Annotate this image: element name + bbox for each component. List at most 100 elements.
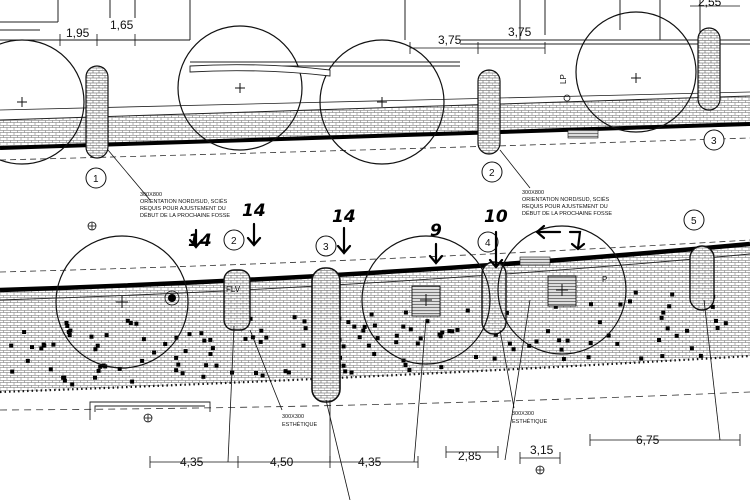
tree-pit [697, 27, 721, 111]
top-wall-curve [189, 64, 331, 77]
dark-paver [208, 337, 213, 342]
dark-paver [180, 371, 185, 376]
dark-paver [407, 368, 412, 372]
dark-paver [48, 367, 53, 372]
handwritten-count: 14 [188, 231, 212, 251]
dark-paver [210, 346, 215, 351]
dark-paver [465, 308, 470, 313]
dark-paver [639, 356, 644, 361]
dark-paver [68, 328, 73, 333]
dark-paver [187, 332, 192, 337]
dark-paver [51, 342, 56, 347]
p-label: P [602, 275, 607, 284]
dark-paver [352, 324, 357, 329]
dark-paver [67, 333, 72, 337]
svg-text:300X300: 300X300 [512, 411, 534, 417]
dark-paver [199, 331, 204, 336]
dark-paver [415, 341, 420, 346]
lower-bottom-dots [0, 354, 750, 394]
lp-label: LP [559, 74, 568, 84]
dark-paver [93, 375, 97, 380]
dark-paver [62, 378, 67, 383]
tree-canopy [319, 39, 445, 165]
dark-paver [557, 338, 562, 343]
dark-paver [176, 362, 181, 367]
dark-paver [163, 342, 168, 346]
dark-paver [492, 356, 497, 361]
dark-paver [65, 324, 70, 328]
dark-paver [357, 335, 362, 340]
dark-paver [361, 328, 366, 333]
dark-paver [450, 329, 455, 334]
handwritten-count: 10 [484, 207, 508, 227]
dark-paver [362, 324, 367, 329]
bottom-dimension-line [149, 434, 741, 468]
dark-paver [401, 324, 406, 329]
light-pole-ring [164, 290, 180, 306]
svg-text:300X800: 300X800 [522, 190, 544, 196]
dark-paver [723, 321, 728, 326]
dark-paver [553, 304, 558, 309]
dark-paver [96, 368, 101, 373]
dark-paver [243, 336, 248, 341]
dark-paver [130, 379, 135, 384]
tree-number: 3 [711, 136, 717, 147]
dark-paver [95, 343, 100, 348]
handwritten-arrows [188, 222, 586, 269]
lower-dashed-boundary [0, 391, 750, 411]
dark-paver [685, 328, 689, 333]
dark-paver [104, 333, 109, 338]
dark-paver [394, 333, 399, 338]
dark-paver [10, 369, 15, 374]
flv-label: FLV [226, 285, 241, 294]
dark-paver [474, 355, 478, 359]
dark-paver [125, 318, 130, 323]
dark-paver [660, 354, 665, 359]
dark-paver [438, 334, 443, 339]
dark-paver [418, 336, 423, 341]
svg-text:300X800: 300X800 [140, 192, 162, 198]
tree-number: 1 [93, 174, 99, 185]
tree-number: 3 [323, 242, 329, 253]
svg-text:ESTHÉTIQUE: ESTHÉTIQUE [282, 421, 317, 428]
dark-paver [134, 321, 139, 326]
top-tree-canopies [0, 11, 697, 165]
bottom-dim-label: 2,85 [458, 449, 482, 463]
lower-edge-line [0, 253, 750, 301]
dark-paver [403, 363, 408, 367]
dark-paver [561, 357, 566, 361]
dark-paver [341, 344, 346, 349]
dark-paver [493, 332, 498, 337]
dark-paver [174, 368, 179, 373]
dark-paver [615, 341, 620, 346]
tree-number: 2 [231, 236, 237, 247]
survey-markers [87, 221, 545, 475]
tree-canopy [497, 225, 627, 355]
top-dim-label: 1,65 [110, 18, 134, 32]
dark-paver [507, 341, 512, 346]
dark-paver [710, 304, 715, 309]
dark-paver [254, 371, 258, 375]
dark-paver [292, 315, 297, 320]
note-upper-right: 300X800 ORIENTATION NORD/SUD, SCIÉS REQU… [522, 190, 612, 217]
dark-paver [259, 328, 264, 333]
dark-paver [674, 333, 679, 338]
dark-paver [586, 355, 591, 360]
dark-paver [140, 358, 145, 363]
tree-number: 2 [489, 168, 495, 179]
handwritten-count: 14 [332, 207, 356, 227]
lp-symbol: LP [559, 74, 571, 102]
dark-paver [439, 365, 444, 370]
dark-paver [633, 290, 638, 295]
handwritten-count: 14 [242, 201, 266, 221]
dark-paver [375, 336, 380, 341]
dark-paver [39, 346, 44, 351]
dark-paver [264, 335, 269, 340]
dark-paver [301, 343, 306, 348]
top-dimension-line [59, 5, 740, 54]
dark-paver [152, 350, 157, 355]
bottom-dim-label: 4,50 [270, 455, 294, 469]
dark-paver [141, 337, 146, 342]
dark-paver [174, 335, 179, 340]
dark-paver [628, 299, 632, 304]
